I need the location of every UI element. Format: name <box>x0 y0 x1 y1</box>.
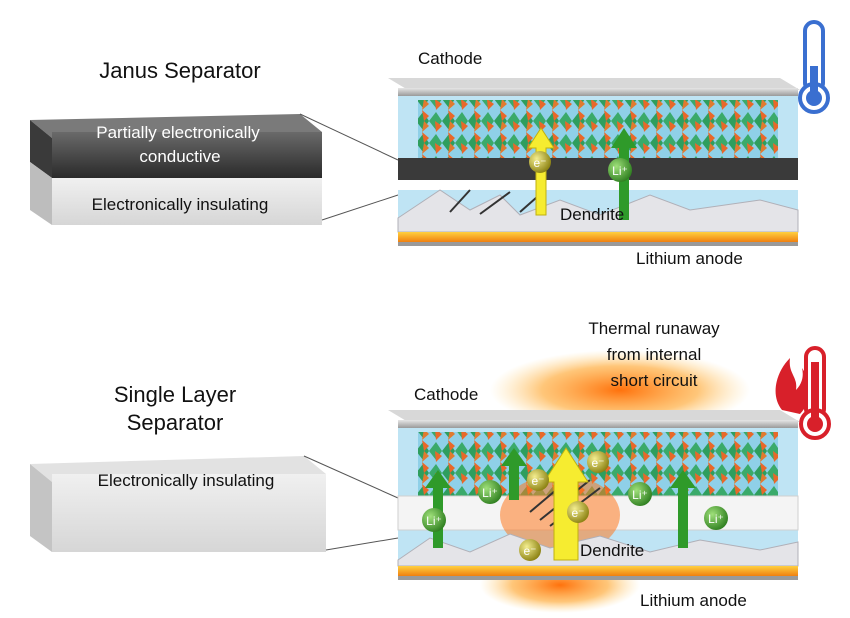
svg-text:Li⁺: Li⁺ <box>708 512 724 526</box>
single-cell: Li⁺ Li⁺ Li⁺ Li⁺ e⁻ e⁻ e⁻ e⁻ <box>388 410 800 580</box>
runaway-label-3: short circuit <box>611 371 698 390</box>
zoom-line-bottom-2 <box>325 537 399 551</box>
electron-ball-1 <box>527 469 549 491</box>
lithium-anode-top <box>398 232 798 242</box>
svg-text:Li⁺: Li⁺ <box>426 514 442 528</box>
runaway-label-2: from internal <box>607 345 701 364</box>
anode-label-bottom: Lithium anode <box>640 591 747 610</box>
electron-ball-top <box>529 151 551 173</box>
single-separator-slab <box>30 456 326 552</box>
conductive-layer-label-2: conductive <box>139 147 220 166</box>
zoom-line-top <box>299 113 399 161</box>
thermometer-normal-icon <box>798 20 830 114</box>
insulating-layer-label: Electronically insulating <box>92 195 269 214</box>
svg-text:Li⁺: Li⁺ <box>632 488 648 502</box>
dendrite-label-bottom: Dendrite <box>580 541 644 560</box>
cathode-label-top: Cathode <box>418 49 482 68</box>
electron-ball-4 <box>519 539 541 561</box>
svg-text:e⁻: e⁻ <box>571 506 584 520</box>
svg-text:Li⁺: Li⁺ <box>612 164 628 178</box>
conductive-layer-label-1: Partially electronically <box>96 123 260 142</box>
svg-text:e⁻: e⁻ <box>531 474 544 488</box>
runaway-label-1: Thermal runaway <box>588 319 720 338</box>
single-title-2: Separator <box>127 410 224 435</box>
janus-panel: Janus Separator Partially electronically… <box>30 20 830 268</box>
lithium-arrow-3 <box>670 470 696 548</box>
janus-conductive-layer <box>398 158 798 180</box>
zoom-line-top-2 <box>303 455 399 499</box>
single-layer-panel: Single Layer Separator Electronically in… <box>30 319 831 613</box>
anode-label-top: Lithium anode <box>636 249 743 268</box>
janus-separator-slab <box>30 114 322 225</box>
lithium-ion-4 <box>704 506 728 530</box>
electron-arrow-bottom <box>543 447 589 561</box>
dendrite-label-top: Dendrite <box>560 205 624 224</box>
single-title-1: Single Layer <box>114 382 236 407</box>
lithium-ion-3 <box>422 508 446 532</box>
lithium-ion-1 <box>478 480 502 504</box>
svg-text:Li⁺: Li⁺ <box>482 486 498 500</box>
lithium-anode-bottom <box>398 566 798 576</box>
svg-text:e⁻: e⁻ <box>533 156 546 170</box>
cathode-label-bottom: Cathode <box>414 385 478 404</box>
single-layer-label: Electronically insulating <box>98 471 275 490</box>
electron-ball-2 <box>587 451 609 473</box>
thermometer-hot-icon <box>775 346 831 440</box>
lithium-arrow-2 <box>501 448 527 500</box>
svg-text:e⁻: e⁻ <box>591 456 604 470</box>
janus-cell: e⁻ Li⁺ <box>388 78 800 246</box>
lithium-ion-top <box>608 158 632 182</box>
electron-ball-3 <box>567 501 589 523</box>
svg-text:e⁻: e⁻ <box>523 544 536 558</box>
zoom-line-bottom <box>321 194 399 221</box>
janus-title: Janus Separator <box>99 58 260 83</box>
lithium-ion-2 <box>628 482 652 506</box>
